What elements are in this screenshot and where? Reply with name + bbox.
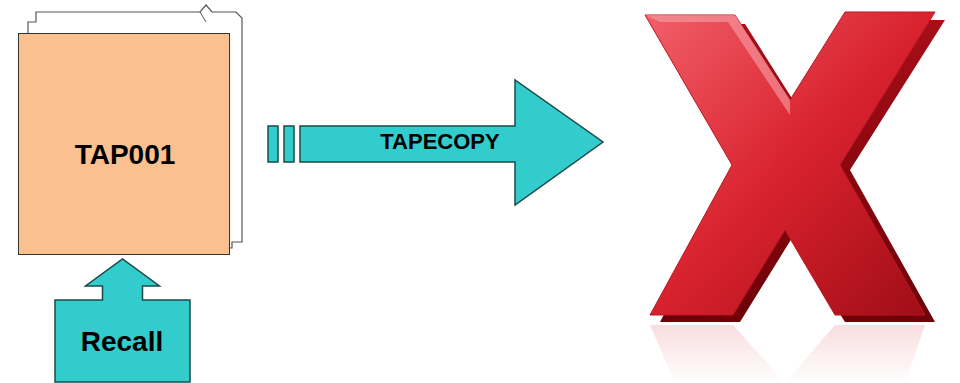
node-label: Recall: [81, 326, 164, 358]
node-label: TAP001: [75, 139, 176, 171]
pause-bars: [268, 126, 294, 162]
node-label: TAPECOPY: [380, 129, 499, 155]
block-arrow: TAPECOPY: [300, 80, 603, 205]
callout-arrow: Recall: [55, 258, 190, 382]
callout-arrow-outline: [55, 258, 190, 382]
red-x-symbol: [645, 12, 945, 322]
tape-cartridge: TAP001: [18, 33, 230, 255]
red-x-reflection: [640, 322, 950, 383]
